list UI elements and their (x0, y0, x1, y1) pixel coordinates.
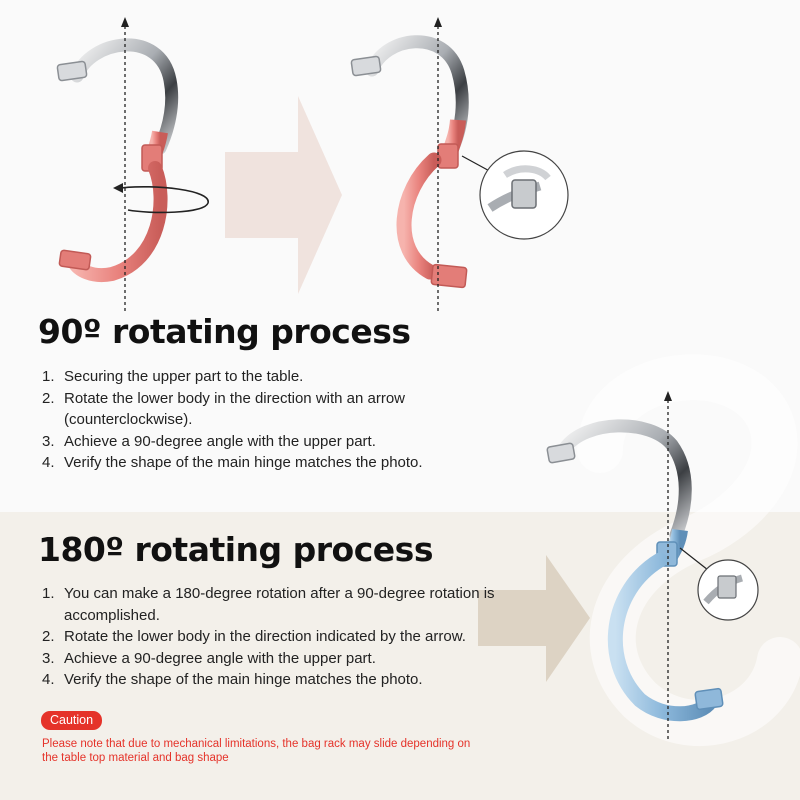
hinge-zoom-icon (697, 559, 759, 621)
section-title-180: 180º rotating process (38, 530, 433, 569)
step-item: 2.Rotate the lower body in the direction… (42, 389, 406, 429)
section-title-90: 90º rotating process (38, 312, 411, 351)
caution-text: Please note that due to mechanical limit… (42, 738, 471, 764)
step-item: 4.Verify the shape of the main hinge mat… (42, 454, 423, 471)
caution-badge: Caution (41, 711, 103, 730)
axis-arrowhead-icon (434, 17, 442, 27)
hook-illustration-start (56, 38, 179, 282)
process-arrow-icon (225, 96, 342, 294)
step-item: 3.Achieve a 90-degree angle with the upp… (42, 649, 376, 667)
steps-list-90: 1.Securing the upper part to the table. … (42, 366, 462, 474)
hook-illustration-90 (350, 35, 469, 289)
axis-arrowhead-icon (121, 17, 129, 27)
step-item: 1.Securing the upper part to the table. (42, 368, 304, 385)
process-arrow-icon (478, 555, 590, 682)
hinge-zoom-icon (479, 150, 569, 240)
rotation-arrow-icon (113, 183, 209, 214)
step-item: 2.Rotate the lower body in the direction… (42, 628, 466, 645)
background-watermark-shape (577, 354, 800, 746)
step-item: 1.You can make a 180-degree rotation aft… (42, 585, 495, 624)
zoom-leader-line (679, 547, 709, 571)
step-item: 4.Verify the shape of the main hinge mat… (42, 671, 423, 688)
hook-illustration-180 (546, 419, 724, 722)
step-item: 3.Achieve a 90-degree angle with the upp… (42, 432, 376, 450)
axis-arrowhead-icon (664, 391, 672, 401)
steps-list-180: 1.You can make a 180-degree rotation aft… (42, 583, 522, 691)
